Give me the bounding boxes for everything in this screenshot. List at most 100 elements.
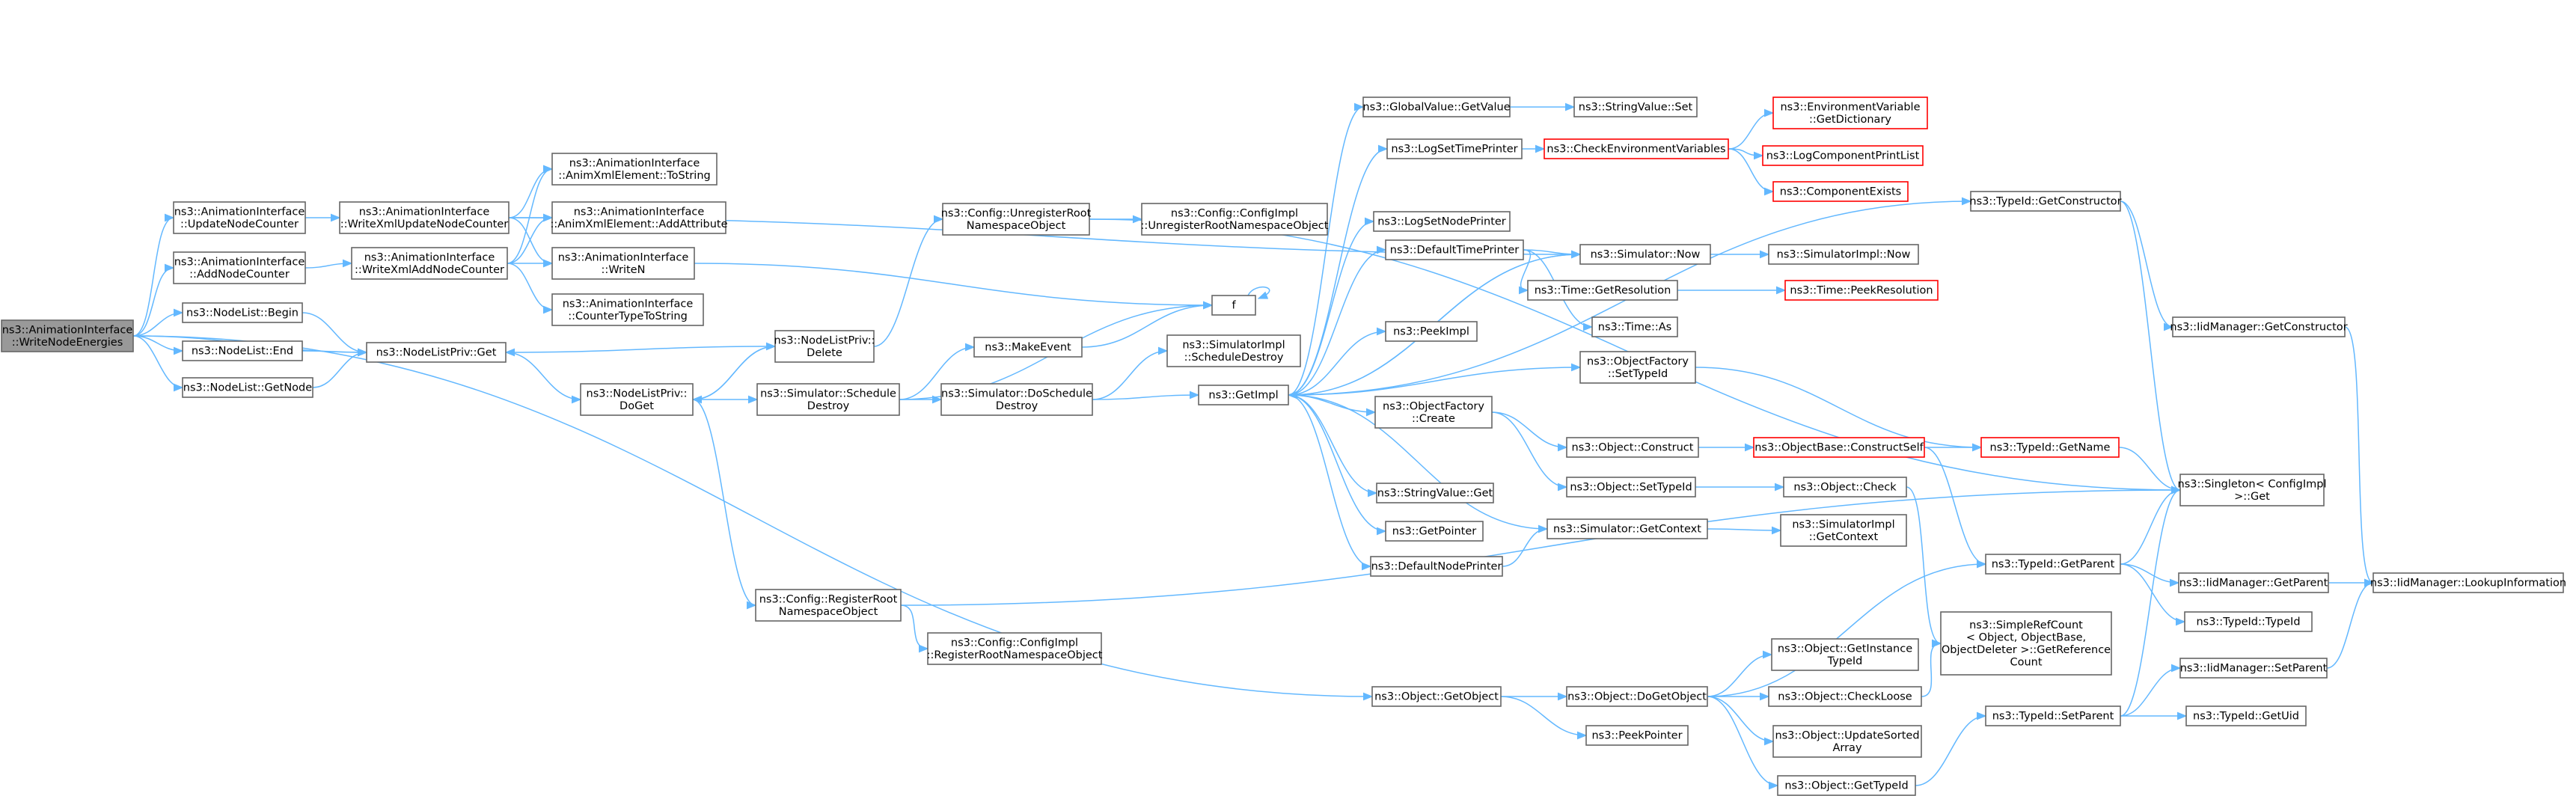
- node-box: [2185, 705, 2307, 726]
- graph-node-envGetDict[interactable]: ns3::EnvironmentVariable::GetDictionary: [1772, 97, 1928, 129]
- edge-ofSetTypeId-to-typeIdGetName: [1695, 367, 1983, 452]
- graph-node-nodeListBegin[interactable]: ns3::NodeList::Begin: [182, 302, 303, 323]
- node-label: TypeId: [1827, 655, 1863, 667]
- node-label: ::SetTypeId: [1608, 368, 1668, 380]
- edge-objCheck-to-simpleRefCount: [1906, 486, 1942, 648]
- node-label: ns3::SimulatorImpl: [1792, 518, 1894, 530]
- graph-node-writeXmlUpd[interactable]: ns3::AnimationInterface::WriteXmlUpdateN…: [339, 201, 510, 234]
- edge-cfgRegister-to-singletonGet: [900, 486, 2182, 606]
- graph-node-typeIdGetConstructor[interactable]: ns3::TypeId::GetConstructor: [1969, 191, 2122, 212]
- graph-node-gvGetValue[interactable]: ns3::GlobalValue::GetValue: [1362, 97, 1511, 117]
- graph-node-objConstruct[interactable]: ns3::Object::Construct: [1566, 437, 1699, 458]
- node-box: [1373, 211, 1511, 232]
- graph-node-simNow[interactable]: ns3::Simulator::Now: [1579, 244, 1711, 265]
- graph-node-simImplSchedDestroy[interactable]: ns3::SimulatorImpl::ScheduleDestroy: [1166, 334, 1301, 367]
- graph-node-getPointer[interactable]: ns3::GetPointer: [1385, 521, 1484, 542]
- graph-node-typeIdGetParent[interactable]: ns3::TypeId::GetParent: [1985, 554, 2121, 575]
- graph-node-addAttr[interactable]: ns3::AnimationInterface::AnimXmlElement:…: [550, 201, 728, 234]
- graph-node-toString[interactable]: ns3::AnimationInterface::AnimXmlElement:…: [551, 153, 718, 186]
- graph-node-logSetTimePrinter[interactable]: ns3::LogSetTimePrinter: [1386, 138, 1523, 159]
- graph-node-addNodeCounter[interactable]: ns3::AnimationInterface::AddNodeCounter: [173, 251, 306, 284]
- graph-node-objCheck[interactable]: ns3::Object::Check: [1783, 477, 1907, 498]
- graph-node-typeIdSetParent[interactable]: ns3::TypeId::SetParent: [1985, 705, 2121, 726]
- edge-writeXmlUpd-to-writeN: [508, 217, 554, 268]
- graph-node-typeIdGetUid[interactable]: ns3::TypeId::GetUid: [2185, 705, 2307, 726]
- node-box: [2179, 474, 2325, 506]
- graph-node-defTimePrinter[interactable]: ns3::DefaultTimePrinter: [1385, 239, 1524, 260]
- graph-node-iidGetConstructor[interactable]: ns3::IidManager::GetConstructor: [2170, 316, 2348, 337]
- node-box: [339, 201, 510, 234]
- graph-node-nodeListEnd[interactable]: ns3::NodeList::End: [182, 340, 303, 361]
- graph-node-cfgImplRegister[interactable]: ns3::Config::ConfigImpl::RegisterRootNam…: [927, 632, 1103, 665]
- node-label: < Object, ObjectBase,: [1966, 631, 2086, 643]
- node-box: [1753, 437, 1925, 458]
- graph-node-peekImpl[interactable]: ns3::PeekImpl: [1385, 321, 1478, 342]
- graph-node-root[interactable]: ns3::AnimationInterface::WriteNodeEnergi…: [1, 319, 134, 352]
- graph-node-writeXmlAdd[interactable]: ns3::AnimationInterface::WriteXmlAddNode…: [351, 247, 508, 280]
- edge-getImpl-to-ofSetTypeId: [1288, 363, 1582, 396]
- node-label: ::WriteXmlAddNodeCounter: [355, 264, 504, 276]
- graph-node-objDoGetObject[interactable]: ns3::Object::DoGetObject: [1566, 686, 1708, 707]
- graph-node-writeN[interactable]: ns3::AnimationInterface::WriteN: [551, 247, 695, 280]
- graph-node-svGet[interactable]: ns3::StringValue::Get: [1376, 483, 1494, 503]
- graph-node-objCheckLoose[interactable]: ns3::Object::CheckLoose: [1768, 686, 1922, 707]
- graph-node-logSetNodePrinter[interactable]: ns3::LogSetNodePrinter: [1373, 211, 1511, 232]
- edge-typeIdGetConstructor-to-iidGetConstructor: [2120, 200, 2174, 331]
- graph-node-simImplNow[interactable]: ns3::SimulatorImpl::Now: [1768, 244, 1919, 265]
- node-label: ns3::NodeListPriv::: [587, 388, 688, 399]
- node-label: ns3::Object::SetTypeId: [1570, 482, 1692, 494]
- node-box: [1985, 554, 2121, 575]
- node-box: [1362, 97, 1511, 117]
- graph-node-defNodePrinter[interactable]: ns3::DefaultNodePrinter: [1370, 556, 1503, 577]
- graph-node-nlpDelete[interactable]: ns3::NodeListPriv::Delete: [774, 330, 875, 363]
- node-label: ns3::GlobalValue::GetValue: [1362, 102, 1510, 114]
- graph-node-timeAs[interactable]: ns3::Time::As: [1591, 316, 1678, 337]
- graph-node-iidSetParent[interactable]: ns3::IidManager::SetParent: [2179, 658, 2328, 679]
- graph-node-updNodeCounter[interactable]: ns3::AnimationInterface::UpdateNodeCount…: [173, 201, 306, 234]
- graph-node-iidLookup[interactable]: ns3::IidManager::LookupInformation: [2370, 572, 2566, 593]
- node-label: ns3::SimulatorImpl: [1182, 339, 1285, 351]
- graph-node-svSet[interactable]: ns3::StringValue::Set: [1573, 97, 1698, 117]
- nodes-layer: ns3::AnimationInterface::WriteNodeEnergi…: [1, 97, 2566, 796]
- graph-node-ofCreate[interactable]: ns3::ObjectFactory::Create: [1374, 396, 1493, 429]
- graph-node-objGetObject[interactable]: ns3::Object::GetObject: [1371, 686, 1502, 707]
- graph-node-nlpDoGet[interactable]: ns3::NodeListPriv::DoGet: [580, 383, 694, 416]
- graph-node-getImpl[interactable]: ns3::GetImpl: [1198, 385, 1289, 405]
- graph-node-objSetTypeId[interactable]: ns3::Object::SetTypeId: [1566, 477, 1696, 498]
- graph-node-simImplGetContext[interactable]: ns3::SimulatorImpl::GetContext: [1780, 514, 1907, 547]
- graph-node-simGetContext[interactable]: ns3::Simulator::GetContext: [1546, 518, 1708, 539]
- graph-node-typeIdTypeId[interactable]: ns3::TypeId::TypeId: [2184, 611, 2313, 632]
- edge-simGetContext-to-getImpl: [1287, 391, 1548, 530]
- graph-node-nlpGet[interactable]: ns3::NodeListPriv::Get: [366, 342, 507, 363]
- graph-node-logCompPrint[interactable]: ns3::LogComponentPrintList: [1762, 145, 1924, 166]
- node-label: DoGet: [619, 400, 654, 412]
- graph-node-simpleRefCount[interactable]: ns3::SimpleRefCount< Object, ObjectBase,…: [1940, 611, 2112, 676]
- graph-node-f[interactable]: f: [1211, 295, 1256, 316]
- graph-node-peekPointer[interactable]: ns3::PeekPointer: [1585, 725, 1689, 746]
- graph-node-timeGetRes[interactable]: ns3::Time::GetResolution: [1527, 280, 1678, 301]
- graph-node-makeEvent[interactable]: ns3::MakeEvent: [973, 337, 1083, 358]
- graph-node-typeIdGetName[interactable]: ns3::TypeId::GetName: [1980, 437, 2120, 458]
- graph-node-checkEnvVars[interactable]: ns3::CheckEnvironmentVariables: [1544, 138, 1729, 159]
- graph-node-singletonGet[interactable]: ns3::Singleton< ConfigImpl >::Get: [2178, 474, 2327, 506]
- graph-node-cfgUnregister[interactable]: ns3::Config::UnregisterRootNamespaceObje…: [941, 203, 1092, 236]
- graph-node-compExists[interactable]: ns3::ComponentExists: [1772, 181, 1909, 202]
- node-label: ns3::AnimationInterface: [174, 256, 305, 268]
- graph-node-objGetTypeId[interactable]: ns3::Object::GetTypeId: [1777, 775, 1916, 796]
- node-label: ns3::Config::ConfigImpl: [951, 637, 1078, 649]
- node-label: ::GetDictionary: [1809, 114, 1891, 126]
- edge-writeXmlAdd-to-addAttr: [507, 213, 554, 264]
- graph-node-simSchedDestroy[interactable]: ns3::Simulator::ScheduleDestroy: [756, 383, 900, 416]
- graph-node-ofSetTypeId[interactable]: ns3::ObjectFactory::SetTypeId: [1579, 351, 1696, 384]
- graph-node-nodeListGetNode[interactable]: ns3::NodeList::GetNode: [182, 377, 313, 398]
- edge-typeIdGetParent-to-iidGetParent: [2120, 563, 2180, 587]
- graph-node-cfgRegister[interactable]: ns3::Config::RegisterRootNamespaceObject: [755, 589, 902, 622]
- graph-node-counterType[interactable]: ns3::AnimationInterface::CounterTypeToSt…: [551, 293, 704, 326]
- graph-node-timePeekRes[interactable]: ns3::Time::PeekResolution: [1784, 280, 1939, 301]
- graph-node-objBaseConstructSelf[interactable]: ns3::ObjectBase::ConstructSelf: [1753, 437, 1925, 458]
- graph-node-iidGetParent[interactable]: ns3::IidManager::GetParent: [2178, 572, 2329, 593]
- graph-node-cfgImplUnregister[interactable]: ns3::Config::ConfigImpl::UnregisterRootN…: [1141, 203, 1329, 236]
